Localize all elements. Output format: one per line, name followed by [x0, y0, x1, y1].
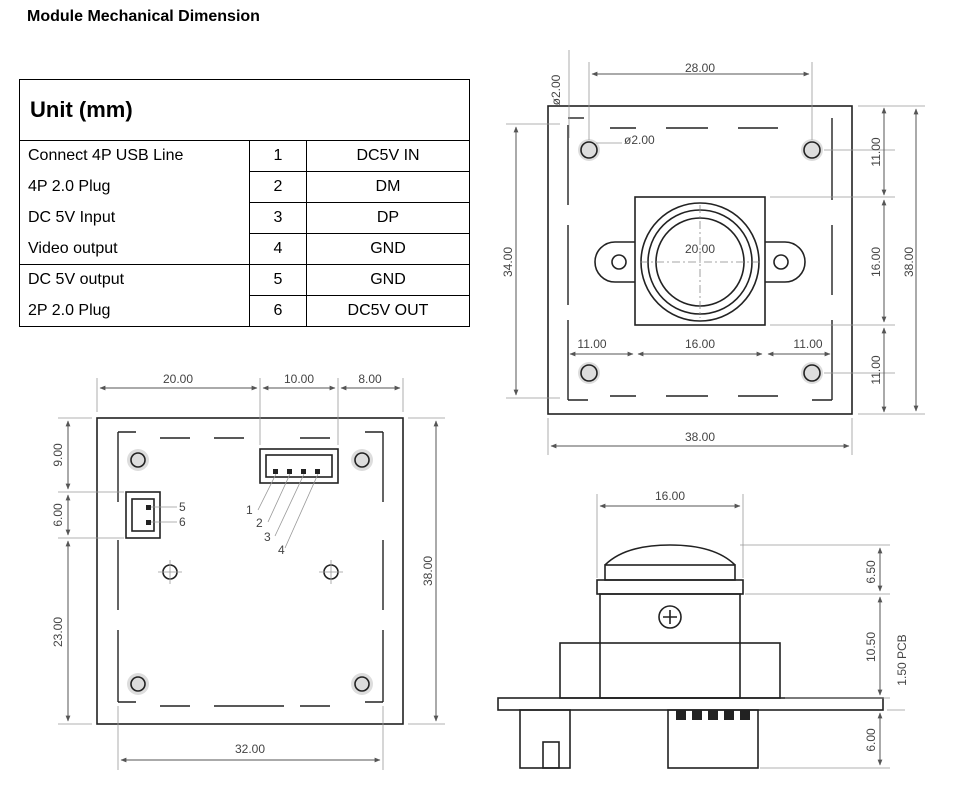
row-signal: DP: [306, 202, 470, 234]
table-row: DC 5V Input 3 DP: [19, 202, 470, 234]
dim-lens-height: 6.50: [864, 560, 878, 584]
side-pcb: [497, 697, 884, 711]
row-pin: 2: [249, 171, 307, 203]
dim-a: 20.00: [163, 372, 193, 386]
dim-mid-height: 16.00: [869, 247, 883, 277]
dim-connector-height: 6.00: [864, 728, 878, 752]
row-pin: 4: [249, 233, 307, 265]
row-label: DC 5V output: [19, 264, 250, 296]
mounting-hole: [354, 452, 370, 468]
back-pcb-outline: [96, 417, 404, 725]
dim-pcb-height: 1.50 PCB: [895, 634, 909, 685]
pin-label-3: 3: [264, 530, 271, 544]
dim-top-offset: 11.00: [869, 137, 883, 166]
table-row: 4P 2.0 Plug 2 DM: [19, 171, 470, 203]
mounting-hole: [803, 141, 821, 159]
pin-label-2: 2: [256, 516, 263, 530]
dim-bottom-offset: 11.00: [869, 355, 883, 384]
dim-b: 10.00: [284, 372, 314, 386]
unit-table: Unit (mm) Connect 4P USB Line 1 DC5V IN …: [19, 79, 470, 327]
row-signal: GND: [306, 233, 470, 265]
dim-left-bot: 23.00: [51, 617, 65, 647]
row-label: 4P 2.0 Plug: [19, 171, 250, 203]
row-label: 2P 2.0 Plug: [19, 295, 250, 327]
front-pcb-outline: [547, 105, 853, 415]
lens-holder: [594, 196, 806, 326]
mounting-hole: [130, 676, 146, 692]
dim-left-mid: 6.00: [51, 503, 65, 527]
mounting-hole: [580, 141, 598, 159]
row-pin: 3: [249, 202, 307, 234]
row-signal: DC5V IN: [306, 140, 470, 172]
table-header-row: Unit (mm): [19, 79, 470, 141]
dim-hole-dia-2: ø2.00: [624, 133, 655, 147]
table-row: Connect 4P USB Line 1 DC5V IN: [19, 140, 470, 172]
front-view: 28.00 ø2.00 ø2.00 20.00 34.00 38.00 11.0…: [501, 50, 925, 455]
table-row: Video output 4 GND: [19, 233, 470, 265]
mounting-hole: [130, 452, 146, 468]
dim-lens: 20.00: [685, 242, 715, 256]
front-holes: [578, 139, 823, 384]
dim-bottom: 32.00: [235, 742, 265, 756]
dim-top-width: 16.00: [655, 489, 685, 503]
dim-body-height: 10.50: [864, 632, 878, 662]
mounting-hole: [354, 676, 370, 692]
dim-height: 38.00: [421, 556, 435, 586]
mounting-hole: [803, 364, 821, 382]
pin-label-1: 1: [246, 503, 253, 517]
row-signal: GND: [306, 264, 470, 296]
back-holes: [127, 449, 373, 695]
screw-icon: [658, 605, 682, 629]
dim-left-top: 9.00: [51, 443, 65, 467]
side-view: 16.00 6.50 10.50 1.50 PCB 6.00: [497, 489, 909, 769]
row-label: DC 5V Input: [19, 202, 250, 234]
row-pin: 1: [249, 140, 307, 172]
back-view: 1 2 3 4 5 6 20.00 10.00 8.00: [51, 372, 445, 770]
dim-left-offset: 11.00: [577, 337, 606, 351]
table-header: Unit (mm): [19, 79, 470, 141]
dim-hole-spacing: 28.00: [685, 61, 715, 75]
dim-height-outer: 38.00: [902, 247, 916, 277]
dim-mid-width: 16.00: [685, 337, 715, 351]
front-dimensions: 28.00 ø2.00 ø2.00 20.00 34.00 38.00 11.0…: [501, 50, 925, 455]
back-dimensions: 20.00 10.00 8.00 9.00 6.00 23.00 38.00 3…: [51, 372, 445, 770]
dim-c: 8.00: [358, 372, 382, 386]
back-slots: [117, 431, 384, 707]
dim-width: 38.00: [685, 430, 715, 444]
row-label: Video output: [19, 233, 250, 265]
dim-right-offset: 11.00: [793, 337, 822, 351]
plug-2p-connector: 5 6: [125, 491, 186, 539]
pin-label-6: 6: [179, 515, 186, 529]
page-title: Module Mechanical Dimension: [27, 8, 260, 25]
row-signal: DM: [306, 171, 470, 203]
dim-height-inner: 34.00: [501, 247, 515, 277]
usb-4p-connector: 1 2 3 4: [246, 448, 339, 557]
row-pin: 5: [249, 264, 307, 296]
pin-label-5: 5: [179, 500, 186, 514]
table-row: DC 5V output 5 GND: [19, 264, 470, 296]
row-signal: DC5V OUT: [306, 295, 470, 327]
row-label: Connect 4P USB Line: [19, 140, 250, 172]
front-slots: [567, 117, 833, 401]
lens-dome: [604, 544, 736, 566]
table-row: 2P 2.0 Plug 6 DC5V OUT: [19, 295, 470, 327]
mounting-hole: [580, 364, 598, 382]
pin-label-4: 4: [278, 543, 285, 557]
row-pin: 6: [249, 295, 307, 327]
side-dimensions: 16.00 6.50 10.50 1.50 PCB 6.00: [596, 489, 909, 769]
dim-hole-dia: ø2.00: [549, 74, 563, 105]
